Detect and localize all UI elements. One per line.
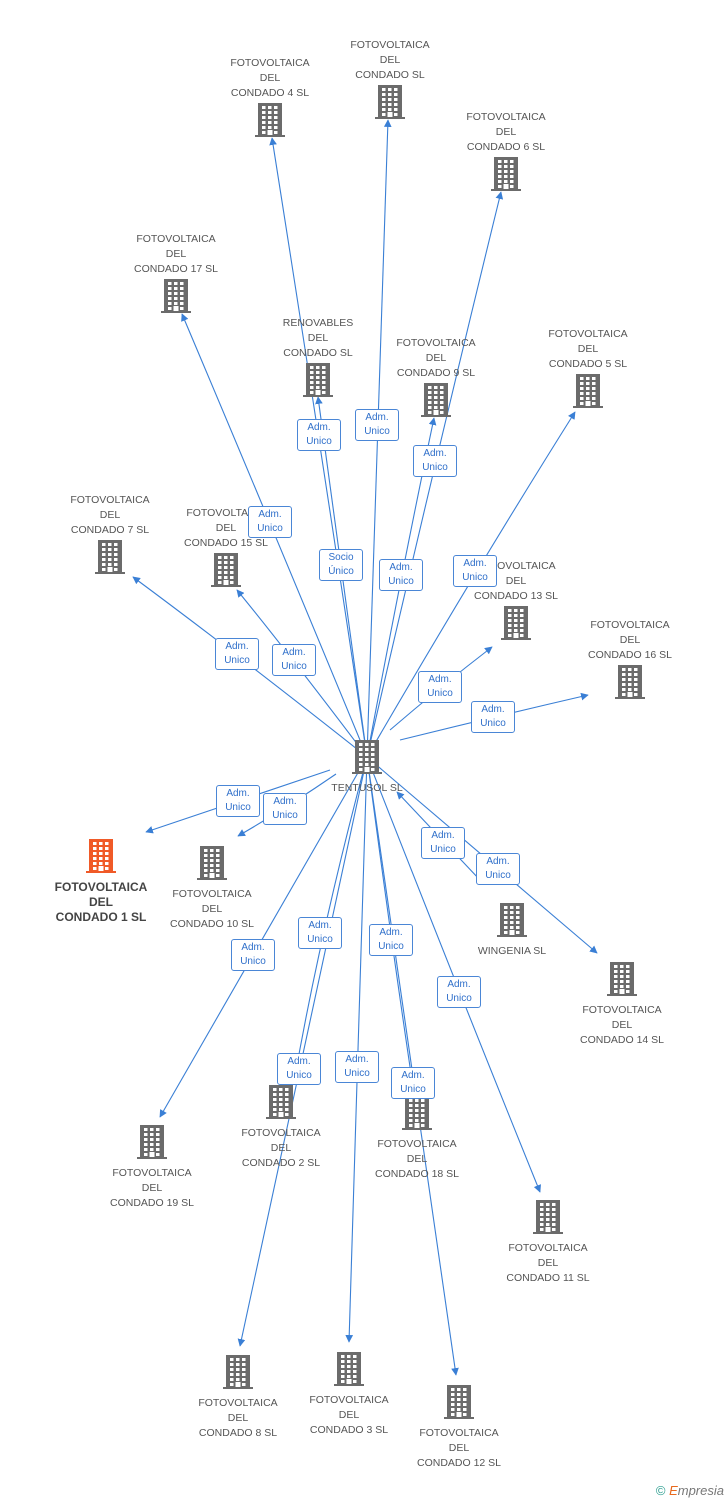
edge-label-fc4[interactable]: Adm. Unico — [297, 419, 341, 451]
node-name: FOTOVOLTAICA DEL CONDADO 15 SL — [183, 507, 269, 549]
building-icon — [402, 1096, 432, 1130]
edge-label-fc12[interactable]: Adm. Unico — [391, 1067, 435, 1099]
node-name: FOTOVOLTAICA DEL CONDADO 8 SL — [198, 1397, 278, 1439]
node-name: FOTOVOLTAICA DEL CONDADO 17 SL — [133, 233, 219, 275]
node-fc2[interactable]: FOTOVOLTAICA DEL CONDADO 2 SL — [216, 1085, 346, 1171]
building-icon — [303, 363, 333, 397]
edge-label-fc6[interactable]: Adm. Unico — [413, 445, 457, 477]
edge-label-fc8[interactable]: Adm. Unico — [277, 1053, 321, 1085]
edge-label-fc1[interactable]: Adm. Unico — [216, 785, 260, 817]
node-fc18[interactable]: FOTOVOLTAICA DEL CONDADO 18 SL — [352, 1096, 482, 1182]
node-tentusol[interactable]: TENTUSOL SL — [302, 740, 432, 796]
edge-label-fc10[interactable]: Adm. Unico — [263, 793, 307, 825]
node-name: FOTOVOLTAICA DEL CONDADO 1 SL — [54, 880, 148, 924]
node-name: FOTOVOLTAICA DEL CONDADO 14 SL — [579, 1004, 665, 1046]
node-fc15[interactable]: FOTOVOLTAICA DEL CONDADO 15 SL — [161, 506, 291, 592]
building-icon — [491, 157, 521, 191]
node-name: FOTOVOLTAICA DEL CONDADO 19 SL — [109, 1167, 195, 1209]
node-name: FOTOVOLTAICA DEL CONDADO 10 SL — [169, 888, 255, 930]
building-icon — [137, 1125, 167, 1159]
building-icon — [375, 85, 405, 119]
node-fc7[interactable]: FOTOVOLTAICA DEL CONDADO 7 SL — [45, 493, 175, 579]
building-icon — [334, 1352, 364, 1386]
node-name: FOTOVOLTAICA DEL CONDADO 4 SL — [230, 57, 310, 99]
node-fc8[interactable]: FOTOVOLTAICA DEL CONDADO 8 SL — [173, 1355, 303, 1441]
edge-label-fc19[interactable]: Adm. Unico — [231, 939, 275, 971]
node-fc3[interactable]: FOTOVOLTAICA DEL CONDADO 3 SL — [284, 1352, 414, 1438]
node-fc9[interactable]: FOTOVOLTAICA DEL CONDADO 9 SL — [371, 336, 501, 422]
node-fc5[interactable]: FOTOVOLTAICA DEL CONDADO 5 SL — [523, 327, 653, 413]
node-name: FOTOVOLTAICA DEL CONDADO 9 SL — [396, 337, 476, 379]
edge-label-fc9[interactable]: Adm. Unico — [379, 559, 423, 591]
node-name: FOTOVOLTAICA DEL CONDADO 7 SL — [70, 494, 150, 536]
edge-label-wing[interactable]: Adm. Unico — [421, 827, 465, 859]
node-name: FOTOVOLTAICA DEL CONDADO 3 SL — [309, 1394, 389, 1436]
node-name: FOTOVOLTAICA DEL CONDADO 18 SL — [374, 1138, 460, 1180]
building-icon — [497, 903, 527, 937]
building-icon — [421, 383, 451, 417]
node-fc4[interactable]: FOTOVOLTAICA DEL CONDADO 4 SL — [205, 56, 335, 142]
building-icon — [161, 279, 191, 313]
node-name: FOTOVOLTAICA DEL CONDADO 6 SL — [466, 111, 546, 153]
edge-label-fcsl[interactable]: Adm. Unico — [355, 409, 399, 441]
edge-label-fc15[interactable]: Adm. Unico — [272, 644, 316, 676]
edge-label-fc5[interactable]: Adm. Unico — [453, 555, 497, 587]
node-name: FOTOVOLTAICA DEL CONDADO SL — [350, 39, 430, 81]
edge-label-fc2[interactable]: Adm. Unico — [298, 917, 342, 949]
footer-brand[interactable]: © Empresia — [656, 1483, 724, 1498]
building-icon — [501, 606, 531, 640]
node-name: FOTOVOLTAICA DEL CONDADO 16 SL — [587, 619, 673, 661]
building-icon — [211, 553, 241, 587]
node-name: TENTUSOL SL — [331, 782, 403, 794]
building-icon — [615, 665, 645, 699]
edge-label-fc17[interactable]: Adm. Unico — [248, 506, 292, 538]
node-fc17[interactable]: FOTOVOLTAICA DEL CONDADO 17 SL — [111, 232, 241, 318]
building-icon — [533, 1200, 563, 1234]
edge-label-fc11[interactable]: Adm. Unico — [437, 976, 481, 1008]
node-fc14[interactable]: FOTOVOLTAICA DEL CONDADO 14 SL — [557, 962, 687, 1048]
node-fc12[interactable]: FOTOVOLTAICA DEL CONDADO 12 SL — [394, 1385, 524, 1471]
node-fc11[interactable]: FOTOVOLTAICA DEL CONDADO 11 SL — [483, 1200, 613, 1286]
node-fc1[interactable]: FOTOVOLTAICA DEL CONDADO 1 SL — [36, 839, 166, 925]
edge-tentusol-fc3 — [345, 756, 368, 1343]
copyright-symbol: © — [655, 1483, 666, 1498]
building-icon — [266, 1085, 296, 1119]
edge-label-fc16[interactable]: Adm. Unico — [471, 701, 515, 733]
building-icon — [95, 540, 125, 574]
node-name: RENOVABLES DEL CONDADO SL — [282, 317, 354, 359]
building-icon — [444, 1385, 474, 1419]
node-ren[interactable]: RENOVABLES DEL CONDADO SL — [253, 316, 383, 402]
node-name: FOTOVOLTAICA DEL CONDADO 11 SL — [506, 1242, 590, 1284]
building-icon — [223, 1355, 253, 1389]
node-wing[interactable]: WINGENIA SL — [447, 903, 577, 959]
node-fc10[interactable]: FOTOVOLTAICA DEL CONDADO 10 SL — [147, 846, 277, 932]
building-icon — [86, 839, 116, 873]
building-icon — [607, 962, 637, 996]
building-icon — [255, 103, 285, 137]
node-name: FOTOVOLTAICA DEL CONDADO 12 SL — [416, 1427, 502, 1469]
node-fc19[interactable]: FOTOVOLTAICA DEL CONDADO 19 SL — [87, 1125, 217, 1211]
edge-label-ren[interactable]: Socio Único — [319, 549, 363, 581]
edge-label-fc7[interactable]: Adm. Unico — [215, 638, 259, 670]
building-icon — [352, 740, 382, 774]
building-icon — [197, 846, 227, 880]
node-fc6[interactable]: FOTOVOLTAICA DEL CONDADO 6 SL — [441, 110, 571, 196]
node-fc16[interactable]: FOTOVOLTAICA DEL CONDADO 16 SL — [565, 618, 695, 704]
building-icon — [573, 374, 603, 408]
node-fcsl[interactable]: FOTOVOLTAICA DEL CONDADO SL — [325, 38, 455, 124]
edge-label-fc3[interactable]: Adm. Unico — [335, 1051, 379, 1083]
node-name: WINGENIA SL — [477, 945, 547, 957]
edge-label-fc13[interactable]: Adm. Unico — [418, 671, 462, 703]
brand-logo: Empresia — [669, 1483, 724, 1498]
edge-label-fc18[interactable]: Adm. Unico — [369, 924, 413, 956]
node-name: FOTOVOLTAICA DEL CONDADO 5 SL — [548, 328, 628, 370]
edge-label-fc14[interactable]: Adm. Unico — [476, 853, 520, 885]
node-name: FOTOVOLTAICA DEL CONDADO 2 SL — [241, 1127, 321, 1169]
